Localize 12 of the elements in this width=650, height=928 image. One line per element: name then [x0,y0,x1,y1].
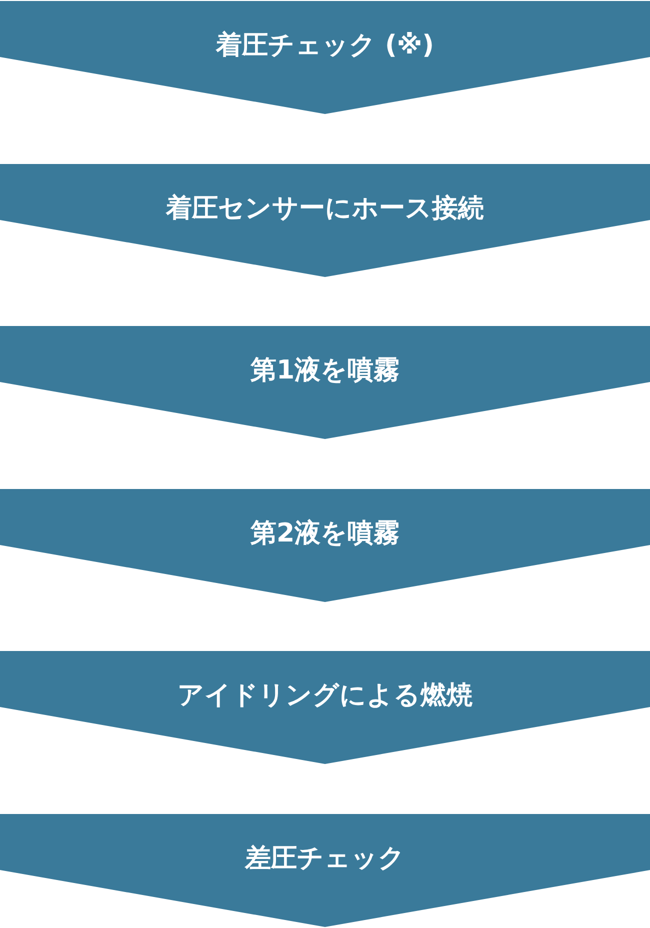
step-label: 第1液を噴霧 [250,355,400,387]
process-chevron [0,489,650,602]
process-chevron [0,651,650,764]
step-label: 差圧チェック [245,843,405,875]
step-label: アイドリングによる燃焼 [178,680,472,712]
process-chevron [0,1,650,114]
step-label: 第2液を噴霧 [250,518,400,550]
step-label: 着圧センサーにホース接続 [166,193,484,225]
process-chevron [0,164,650,277]
process-chevron [0,814,650,927]
step-label: 着圧チェック (※) [216,30,434,62]
process-chevron [0,326,650,439]
